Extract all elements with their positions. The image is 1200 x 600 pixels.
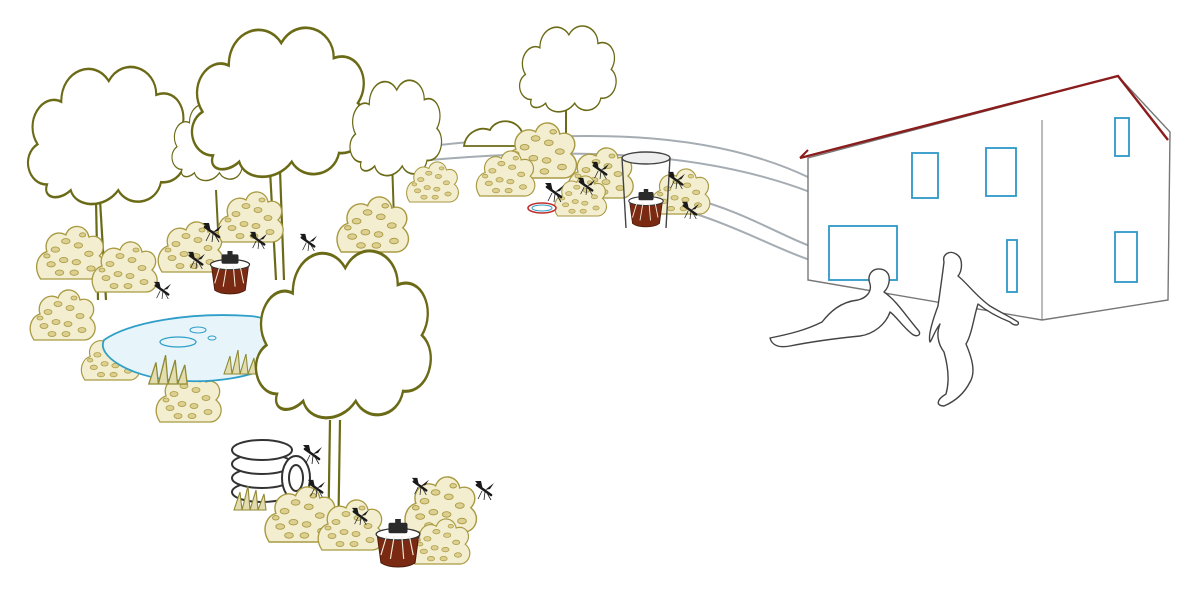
house: [799, 74, 1171, 321]
tree-left-2: [171, 102, 256, 231]
trap-stand: [621, 151, 671, 229]
water-dish: [527, 202, 557, 214]
tree-back-center: [518, 25, 617, 140]
hedge-back: [462, 120, 526, 147]
person-reclining: [769, 268, 921, 348]
roof: [799, 74, 1169, 160]
person-standing: [928, 251, 1020, 407]
house-windows: [828, 117, 1138, 293]
